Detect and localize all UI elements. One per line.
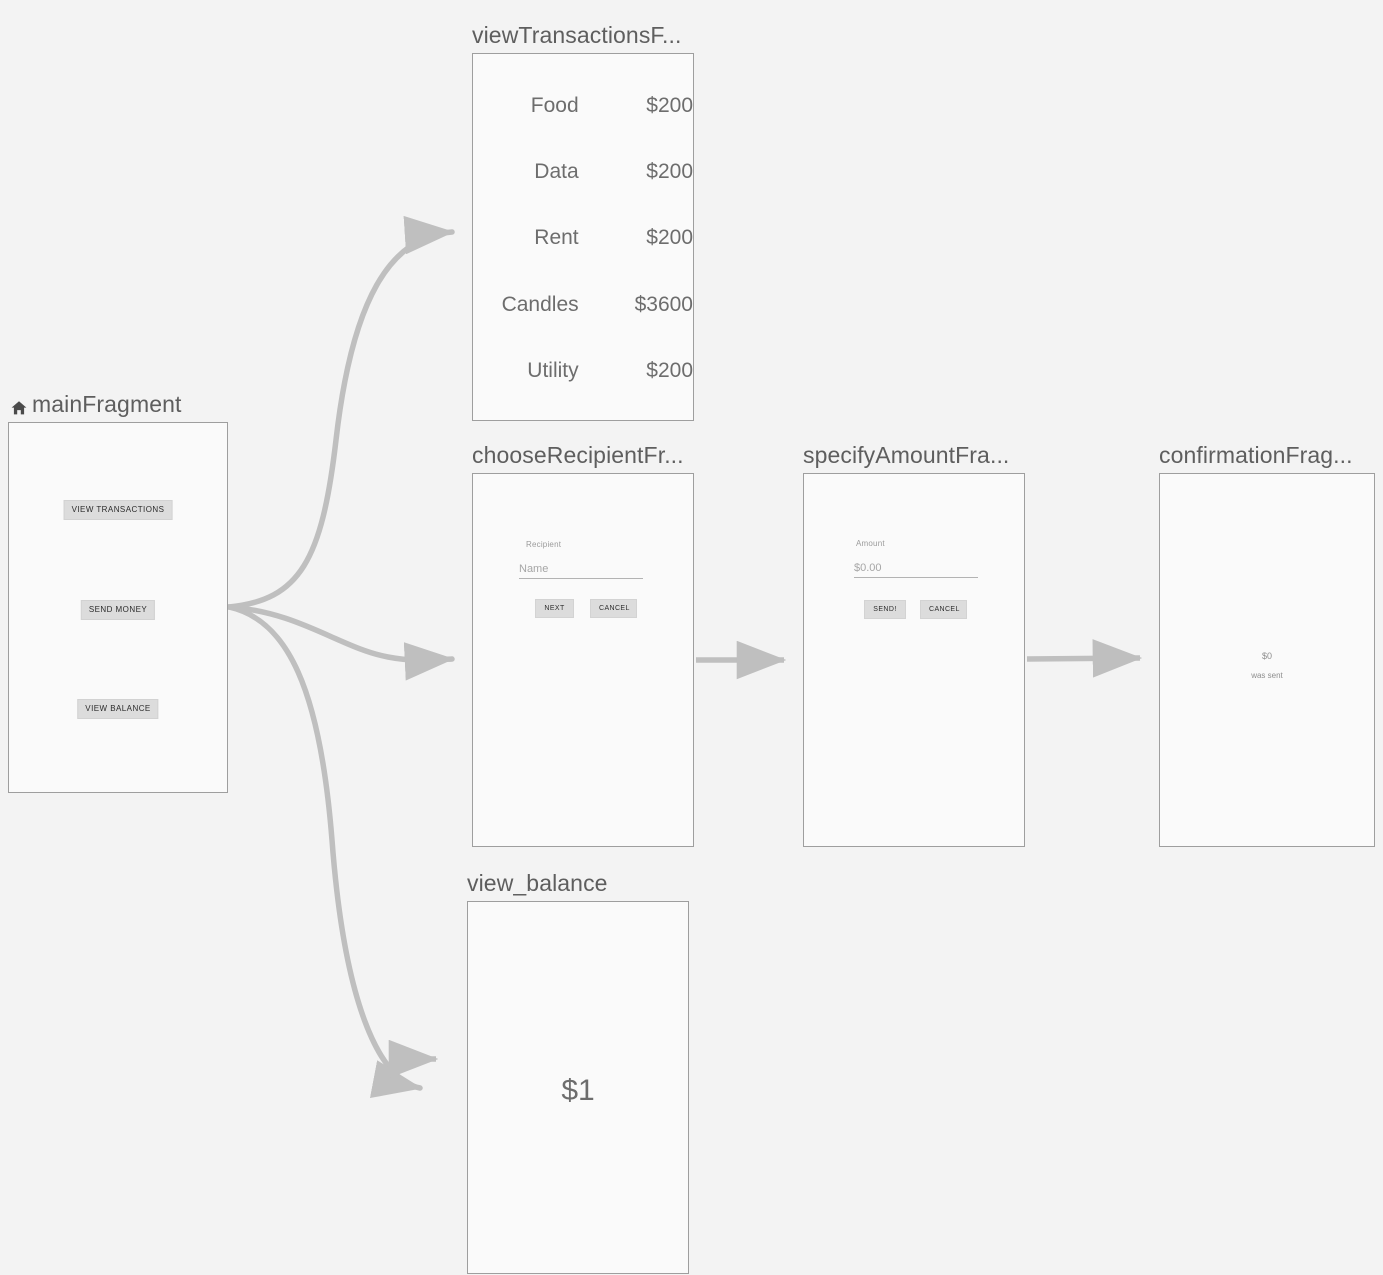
amount-input[interactable]: $0.00	[854, 562, 978, 578]
destination-label-main: mainFragment	[10, 391, 181, 417]
destination-label-specify-amount: specifyAmountFra...	[803, 442, 1010, 468]
card-main-fragment[interactable]: VIEW TRANSACTIONS SEND MONEY VIEW BALANC…	[8, 422, 228, 793]
destination-label-confirmation: confirmationFrag...	[1159, 442, 1353, 468]
edge-main-to-view-transactions	[226, 215, 455, 610]
transaction-row: Rent $200	[473, 227, 693, 249]
card-choose-recipient[interactable]: Recipient Name NEXT CANCEL	[472, 473, 694, 847]
destination-specify-amount-fragment[interactable]: specifyAmountFra... Amount $0.00 SEND! C…	[803, 442, 1025, 847]
transaction-name: Data	[534, 160, 579, 183]
destination-view-transactions-fragment[interactable]: viewTransactionsF... Food $200 Data $200…	[472, 22, 694, 421]
home-icon	[10, 396, 28, 415]
transaction-name: Utility	[527, 359, 579, 382]
transaction-row: Candles $3600	[473, 294, 693, 316]
destination-label-choose-recipient: chooseRecipientFr...	[472, 442, 684, 468]
destination-main-fragment[interactable]: mainFragment VIEW TRANSACTIONS SEND MONE…	[8, 391, 228, 793]
card-specify-amount[interactable]: Amount $0.00 SEND! CANCEL	[803, 473, 1025, 847]
destination-label-main-text: mainFragment	[32, 391, 182, 417]
amount-field-label: Amount	[856, 539, 885, 548]
card-confirmation[interactable]: $0 was sent	[1159, 473, 1375, 847]
confirmation-message: was sent	[1251, 671, 1283, 680]
view-balance-button[interactable]: VIEW BALANCE	[77, 699, 159, 719]
destination-choose-recipient-fragment[interactable]: chooseRecipientFr... Recipient Name NEXT…	[472, 442, 694, 847]
transaction-amount: $200	[646, 94, 693, 117]
transaction-amount: $200	[646, 160, 693, 183]
transaction-row: Food $200	[473, 95, 693, 117]
send-button[interactable]: SEND!	[864, 600, 906, 619]
card-view-transactions[interactable]: Food $200 Data $200 Rent $200 Candles $3…	[472, 53, 694, 421]
cancel-button[interactable]: CANCEL	[590, 599, 637, 618]
transaction-name: Candles	[501, 293, 579, 316]
recipient-name-input[interactable]: Name	[519, 563, 643, 579]
balance-amount: $1	[561, 1074, 595, 1107]
edge-specify-amount-to-confirmation	[1026, 639, 1143, 678]
edge-main-to-view-balance	[226, 604, 423, 1098]
confirmation-amount: $0	[1261, 651, 1272, 661]
transaction-row: Data $200	[473, 161, 693, 183]
recipient-field-label: Recipient	[526, 540, 562, 549]
destination-label-view-transactions: viewTransactionsF...	[472, 22, 682, 48]
card-view-balance[interactable]: $1	[467, 901, 689, 1274]
transaction-name: Food	[530, 94, 579, 117]
edge-main-to-choose-recipient	[226, 604, 455, 681]
view-transactions-button[interactable]: VIEW TRANSACTIONS	[63, 500, 173, 520]
transaction-amount: $200	[646, 226, 693, 249]
transaction-row: Utility $200	[473, 360, 693, 382]
transaction-amount: $3600	[634, 293, 693, 316]
transaction-name: Rent	[534, 226, 579, 249]
send-money-button[interactable]: SEND MONEY	[80, 600, 156, 620]
cancel-button[interactable]: CANCEL	[920, 600, 967, 619]
destination-view-balance[interactable]: view_balance $1	[467, 870, 689, 1274]
destination-label-view-balance: view_balance	[467, 870, 608, 896]
transaction-amount: $200	[646, 359, 693, 382]
destination-confirmation-fragment[interactable]: confirmationFrag... $0 was sent	[1159, 442, 1375, 847]
next-button[interactable]: NEXT	[535, 599, 574, 618]
